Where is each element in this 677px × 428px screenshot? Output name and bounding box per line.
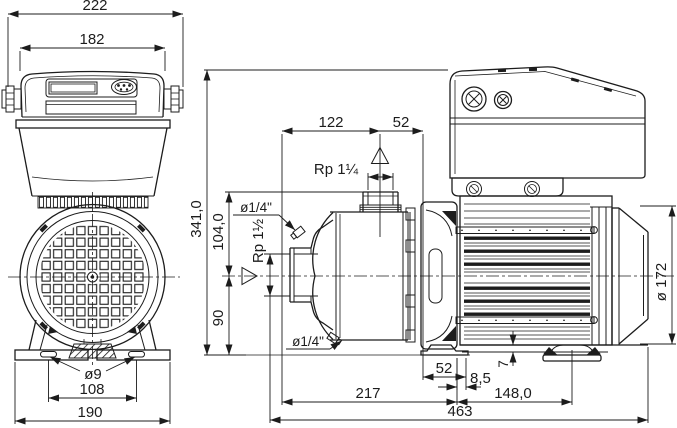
module-base-screws xyxy=(466,181,540,197)
dim-d9-label: ø9 xyxy=(84,366,102,383)
dim-182-label: 182 xyxy=(79,31,104,48)
dimension-hole-diameter: ø9 xyxy=(49,356,136,383)
dim-104-label: 104,0 xyxy=(210,213,227,251)
dimension-axis-height: 90 xyxy=(210,276,233,355)
dim-52-bottom-label: 52 xyxy=(436,360,453,377)
side-motor xyxy=(455,195,649,362)
module-screw-large xyxy=(461,86,487,112)
front-led-button-cluster xyxy=(111,79,137,95)
dimension-foot-plate: 7 xyxy=(496,331,521,368)
dim-341-label: 341,0 xyxy=(188,200,205,238)
dim-463-label: 463 xyxy=(447,403,472,420)
dim-7-label: 7 xyxy=(496,360,511,368)
dim-190-label: 190 xyxy=(77,404,102,421)
label-d14-bot: ø1/4" xyxy=(292,334,324,349)
dimension-discharge-port: Rp 1¼ xyxy=(314,161,394,190)
dimension-port-position: 122 52 xyxy=(281,114,424,405)
motor-cooling-fins xyxy=(464,236,590,316)
label-rp112: Rp 1½ xyxy=(250,218,267,263)
dimension-pump-length: 217 xyxy=(282,358,458,406)
dimension-foot-position: 148,0 xyxy=(457,350,573,406)
dim-122-label: 122 xyxy=(318,114,343,131)
motor-stator-lines xyxy=(464,203,590,340)
front-motor-body xyxy=(15,119,171,209)
suction-inlet xyxy=(289,219,334,331)
label-rp114: Rp 1¼ xyxy=(314,161,359,178)
front-cable-gland-right xyxy=(163,85,184,113)
dimension-hole-spacing: 108 xyxy=(48,360,137,402)
drain-plug-top xyxy=(290,225,306,240)
discharge-port xyxy=(359,191,402,213)
dimension-base-width: 190 xyxy=(14,362,171,425)
dim-d172-label: ø 172 xyxy=(653,263,670,301)
dim-222-label: 222 xyxy=(82,0,107,14)
front-view xyxy=(1,70,184,366)
dim-90-label: 90 xyxy=(210,310,227,327)
dim-217-label: 217 xyxy=(355,385,380,402)
dimensions: 222 182 ø9 108 190 xyxy=(7,0,676,425)
pump-foot xyxy=(420,344,469,356)
dim-85-label: 8,5 xyxy=(470,370,491,387)
motor-tie-rails xyxy=(455,226,598,324)
module-screw-small xyxy=(493,90,513,110)
front-cable-gland-left xyxy=(1,85,22,113)
dim-52-top-label: 52 xyxy=(393,114,410,131)
dimension-suction-port: Rp 1½ xyxy=(250,218,290,297)
side-pump xyxy=(289,191,469,356)
dimension-total-length: 463 xyxy=(269,296,649,424)
label-plug-top: ø1/4" xyxy=(233,200,296,231)
flow-direction-up-icon xyxy=(370,146,390,164)
label-plug-bottom: ø1/4" xyxy=(286,334,342,351)
dim-148-label: 148,0 xyxy=(494,385,532,402)
side-control-module xyxy=(449,66,646,197)
dimension-total-width: 222 xyxy=(7,0,184,87)
dimension-total-height: 341,0 xyxy=(188,69,448,356)
label-d14-top: ø1/4" xyxy=(240,200,272,215)
side-view xyxy=(222,66,674,362)
dimension-flange-gap: 52 xyxy=(423,358,467,390)
dimension-motor-diameter: ø 172 xyxy=(640,205,676,345)
motor-fan-cover xyxy=(611,207,649,346)
dimension-module-width: 182 xyxy=(19,31,166,71)
front-control-module xyxy=(20,70,165,118)
dimension-port-height: 104,0 xyxy=(210,191,363,276)
dim-108-label: 108 xyxy=(79,381,104,398)
flow-direction-right-icon xyxy=(241,266,259,286)
lantern-flange xyxy=(405,201,458,350)
